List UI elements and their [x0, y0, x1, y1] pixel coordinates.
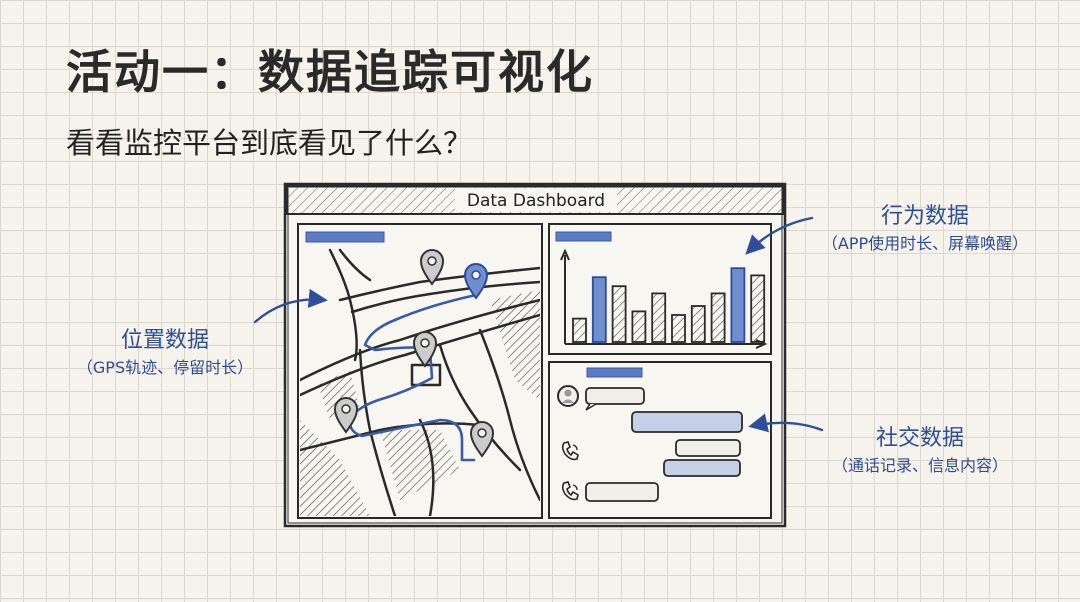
message-bubble [585, 482, 659, 502]
gps-route [348, 293, 478, 462]
chart-bar-highlight [730, 267, 746, 343]
social-arrow [748, 413, 824, 433]
map-pin-icon [419, 249, 445, 286]
map-panel-header-bar [305, 231, 385, 243]
behavior-data-title: 行为数据 [880, 204, 969, 229]
chart-bars [572, 267, 766, 343]
chart-bar [611, 285, 627, 343]
social-data-detail: （通话记录、信息内容） [831, 456, 1008, 475]
chart-bar [651, 292, 667, 343]
chart-bar [690, 305, 706, 343]
message-bubble-highlight [663, 459, 741, 477]
location-data-label: 位置数据 （GPS轨迹、停留时长） [40, 326, 290, 380]
phone-icon [561, 441, 579, 461]
social-data-label: 社交数据 （通话记录、信息内容） [790, 424, 1050, 478]
callout-arrows [253, 216, 824, 433]
chart-bar [631, 310, 647, 343]
location-data-detail: （GPS轨迹、停留时长） [76, 358, 254, 377]
chart-bar-highlight [591, 276, 607, 343]
page-title: 活动一：数据追踪可视化 [66, 45, 594, 99]
chart-bar [710, 292, 726, 343]
phone-icon [561, 481, 579, 501]
map-pins [333, 249, 495, 458]
chart-panel [548, 223, 772, 355]
map-panel [297, 223, 543, 519]
social-data-title: 社交数据 [875, 426, 964, 451]
behavior-data-label: 行为数据 （APP使用时长、屏幕唤醒） [780, 202, 1070, 256]
message-bubble-highlight [631, 411, 743, 433]
map-pin-highlight-icon [463, 263, 489, 300]
chart-panel-header-bar [555, 231, 612, 242]
avatar-icon [557, 385, 579, 407]
map-pin-icon [333, 397, 359, 434]
social-panel-header-bar [586, 367, 643, 378]
message-bubble [675, 439, 741, 457]
behavior-data-detail: （APP使用时长、屏幕唤醒） [821, 234, 1029, 253]
location-arrow [253, 288, 328, 324]
location-data-title: 位置数据 [120, 328, 209, 353]
social-panel [548, 361, 772, 519]
map-pin-icon [469, 421, 495, 458]
chart-bar [572, 317, 587, 343]
behavior-arrow [745, 216, 814, 255]
map-pin-icon [412, 331, 438, 368]
page-subtitle: 看看监控平台到底看见了什么？ [66, 126, 473, 160]
message-bubble [585, 387, 645, 411]
window-title: Data Dashboard [467, 191, 605, 211]
chart-bar [671, 314, 686, 343]
chart-bar [750, 274, 766, 343]
